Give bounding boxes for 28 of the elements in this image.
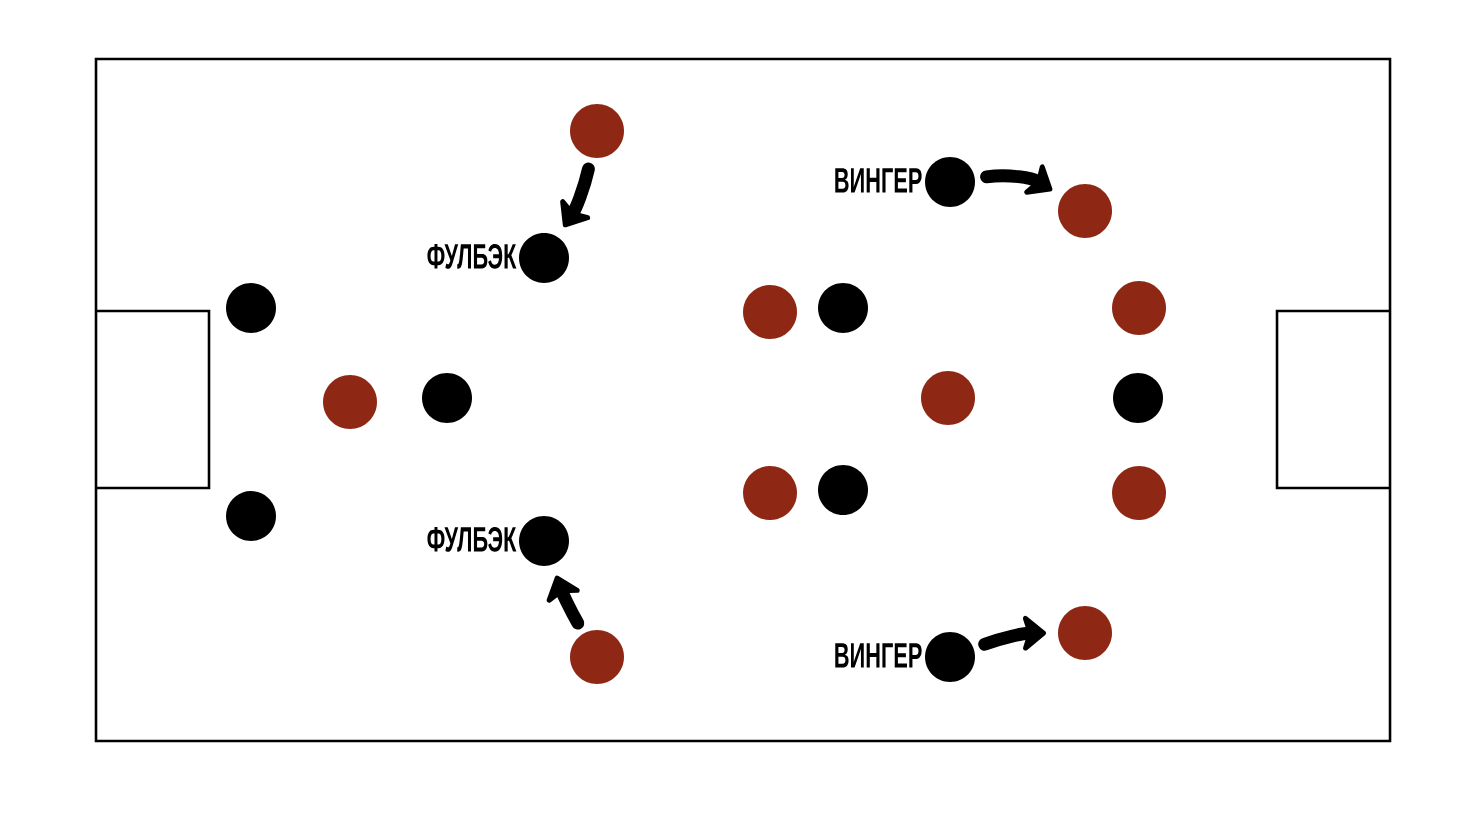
player-label: ВИНГЕР xyxy=(835,643,922,668)
player-disc xyxy=(519,516,569,566)
player-disc xyxy=(1058,606,1112,660)
player-disc xyxy=(1112,466,1166,520)
player-disc xyxy=(519,233,569,283)
player-label: ФУЛБЭК xyxy=(427,243,517,269)
player-disc xyxy=(1112,281,1166,335)
player-disc xyxy=(570,630,624,684)
player-disc xyxy=(570,104,624,158)
player-disc xyxy=(1058,184,1112,238)
player-disc xyxy=(1113,373,1163,423)
player-disc xyxy=(743,466,797,520)
player-disc xyxy=(323,375,377,429)
player-label: ВИНГЕР xyxy=(835,168,922,193)
player-disc xyxy=(818,283,868,333)
player-disc xyxy=(925,632,975,682)
player-disc xyxy=(921,371,975,425)
arrow xyxy=(978,615,1047,651)
player-disc xyxy=(925,157,975,207)
arrow xyxy=(546,575,585,630)
arrow xyxy=(980,164,1053,195)
player-disc xyxy=(422,373,472,423)
player-disc xyxy=(818,465,868,515)
player-label: ФУЛБЭК xyxy=(427,526,517,552)
player-disc xyxy=(743,285,797,339)
player-disc xyxy=(226,283,276,333)
arrow xyxy=(560,162,595,228)
player-disc xyxy=(226,491,276,541)
